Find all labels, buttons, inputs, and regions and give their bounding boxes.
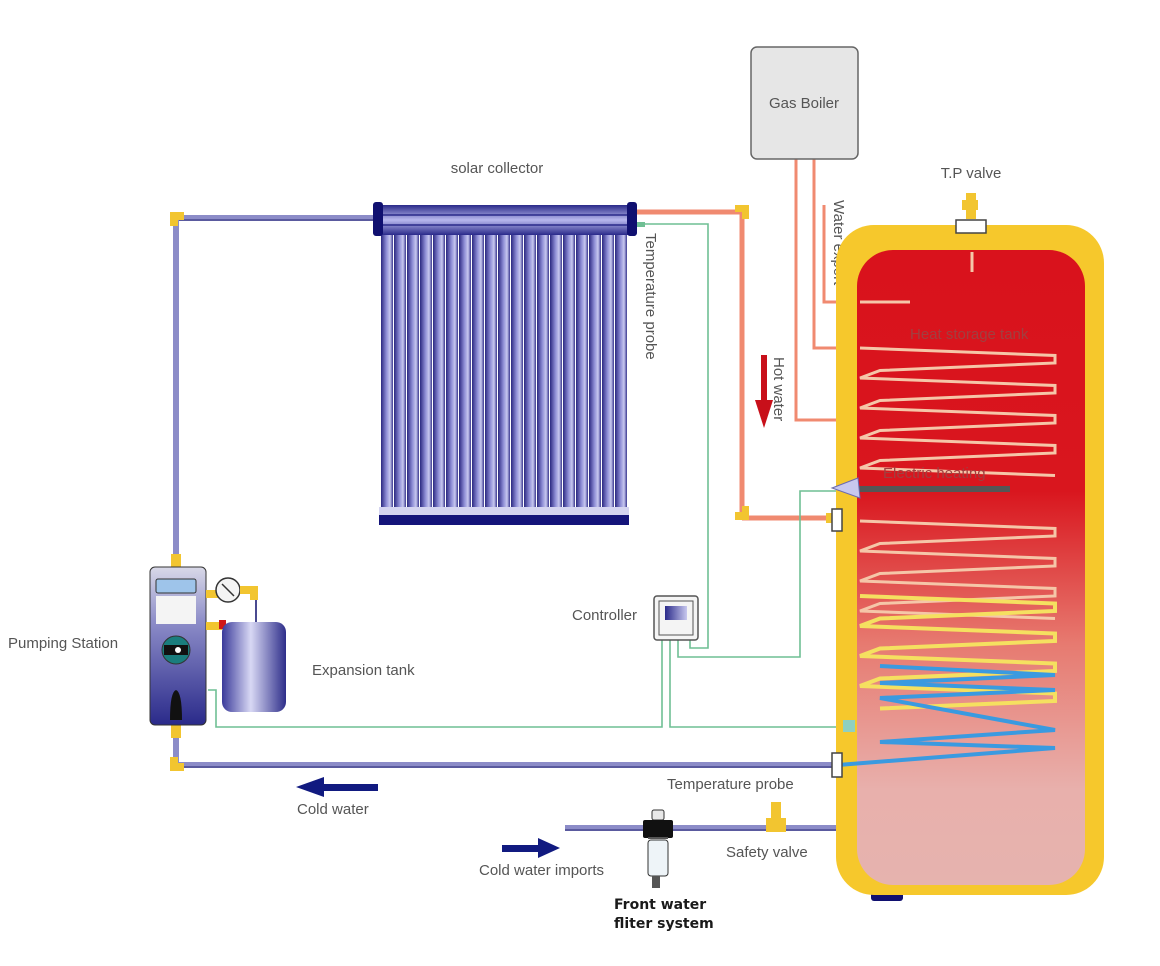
tank-label: Heat storage tank bbox=[910, 326, 1029, 343]
gas-boiler: Gas Boiler Water export bbox=[750, 46, 859, 286]
cold-loop-pipes bbox=[173, 215, 905, 831]
tank-sensor bbox=[843, 720, 855, 732]
collector-tube bbox=[498, 233, 510, 508]
solar-coil-upper bbox=[859, 519, 1057, 620]
signal-wires bbox=[208, 223, 846, 728]
upper-probe-port bbox=[831, 508, 843, 532]
collector-tube bbox=[524, 233, 536, 508]
collector-tube bbox=[433, 233, 445, 508]
collector-tube bbox=[537, 233, 549, 508]
collector-tube bbox=[576, 233, 588, 508]
tp-valve-label: T.P valve bbox=[941, 165, 1002, 182]
collector-tube bbox=[615, 233, 627, 508]
controller-display bbox=[665, 606, 687, 620]
solar-coil-lower bbox=[837, 664, 1056, 767]
solar-collector: solar collector Temperature probe bbox=[373, 160, 659, 525]
collector-tube bbox=[602, 233, 614, 508]
pumping-station: Pumping Station bbox=[8, 566, 258, 726]
tank-probe-label: Temperature probe bbox=[667, 776, 794, 793]
collector-tube bbox=[407, 233, 419, 508]
left-arrow-icon bbox=[296, 777, 324, 797]
right-arrow-icon bbox=[538, 838, 560, 858]
collector-tube bbox=[394, 233, 406, 508]
electric-heating-element bbox=[858, 486, 1010, 492]
controller: Controller bbox=[572, 595, 699, 641]
filter-label-line1: Front water bbox=[614, 897, 706, 913]
collector-tube bbox=[550, 233, 562, 508]
heat-exchanger-coils bbox=[837, 346, 1057, 767]
cold-water-imports-label: Cold water imports bbox=[479, 862, 604, 879]
cold-water-import: Cold water imports bbox=[479, 838, 604, 879]
hot-water-flow: Hot water bbox=[755, 355, 787, 428]
collector-tube bbox=[381, 233, 393, 508]
solar-collector-label: solar collector bbox=[451, 160, 544, 177]
filter-label-line2: fliter system bbox=[614, 916, 714, 932]
collector-tube bbox=[446, 233, 458, 508]
solar-coil-middle bbox=[859, 594, 1057, 711]
safety-valve-label: Safety valve bbox=[726, 844, 808, 861]
collector-tube bbox=[459, 233, 471, 508]
hot-water-label: Hot water bbox=[770, 357, 787, 421]
collector-tube bbox=[511, 233, 523, 508]
collector-tube bbox=[563, 233, 575, 508]
hot-loop-pipes bbox=[632, 158, 860, 523]
cold-water-label: Cold water bbox=[297, 801, 369, 818]
electric-heating-label: Electric heating bbox=[883, 465, 986, 482]
collector-tube bbox=[472, 233, 484, 508]
pipe-fittings bbox=[170, 212, 184, 771]
controller-label: Controller bbox=[572, 607, 637, 624]
lower-probe-port bbox=[831, 752, 843, 778]
collector-tube bbox=[485, 233, 497, 508]
boiler-coil bbox=[859, 346, 1057, 477]
expansion-tank: Expansion tank bbox=[222, 622, 415, 712]
collector-tube bbox=[589, 233, 601, 508]
collector-probe-sensor bbox=[637, 222, 645, 227]
pumping-station-label: Pumping Station bbox=[8, 635, 118, 652]
gas-boiler-label: Gas Boiler bbox=[769, 95, 839, 112]
down-arrow-icon bbox=[755, 400, 773, 428]
collector-tube bbox=[420, 233, 432, 508]
collector-probe-label: Temperature probe bbox=[642, 233, 659, 360]
front-water-filter: Front water fliter system bbox=[614, 809, 714, 932]
safety-valve: Safety valve bbox=[726, 802, 808, 861]
cold-water-flow: Cold water Temperature probe bbox=[296, 776, 794, 818]
expansion-tank-label: Expansion tank bbox=[312, 662, 415, 679]
collector-tubes bbox=[381, 233, 627, 508]
heat-storage-tank: Heat storage tank Electric heating T.P v… bbox=[830, 165, 1104, 901]
